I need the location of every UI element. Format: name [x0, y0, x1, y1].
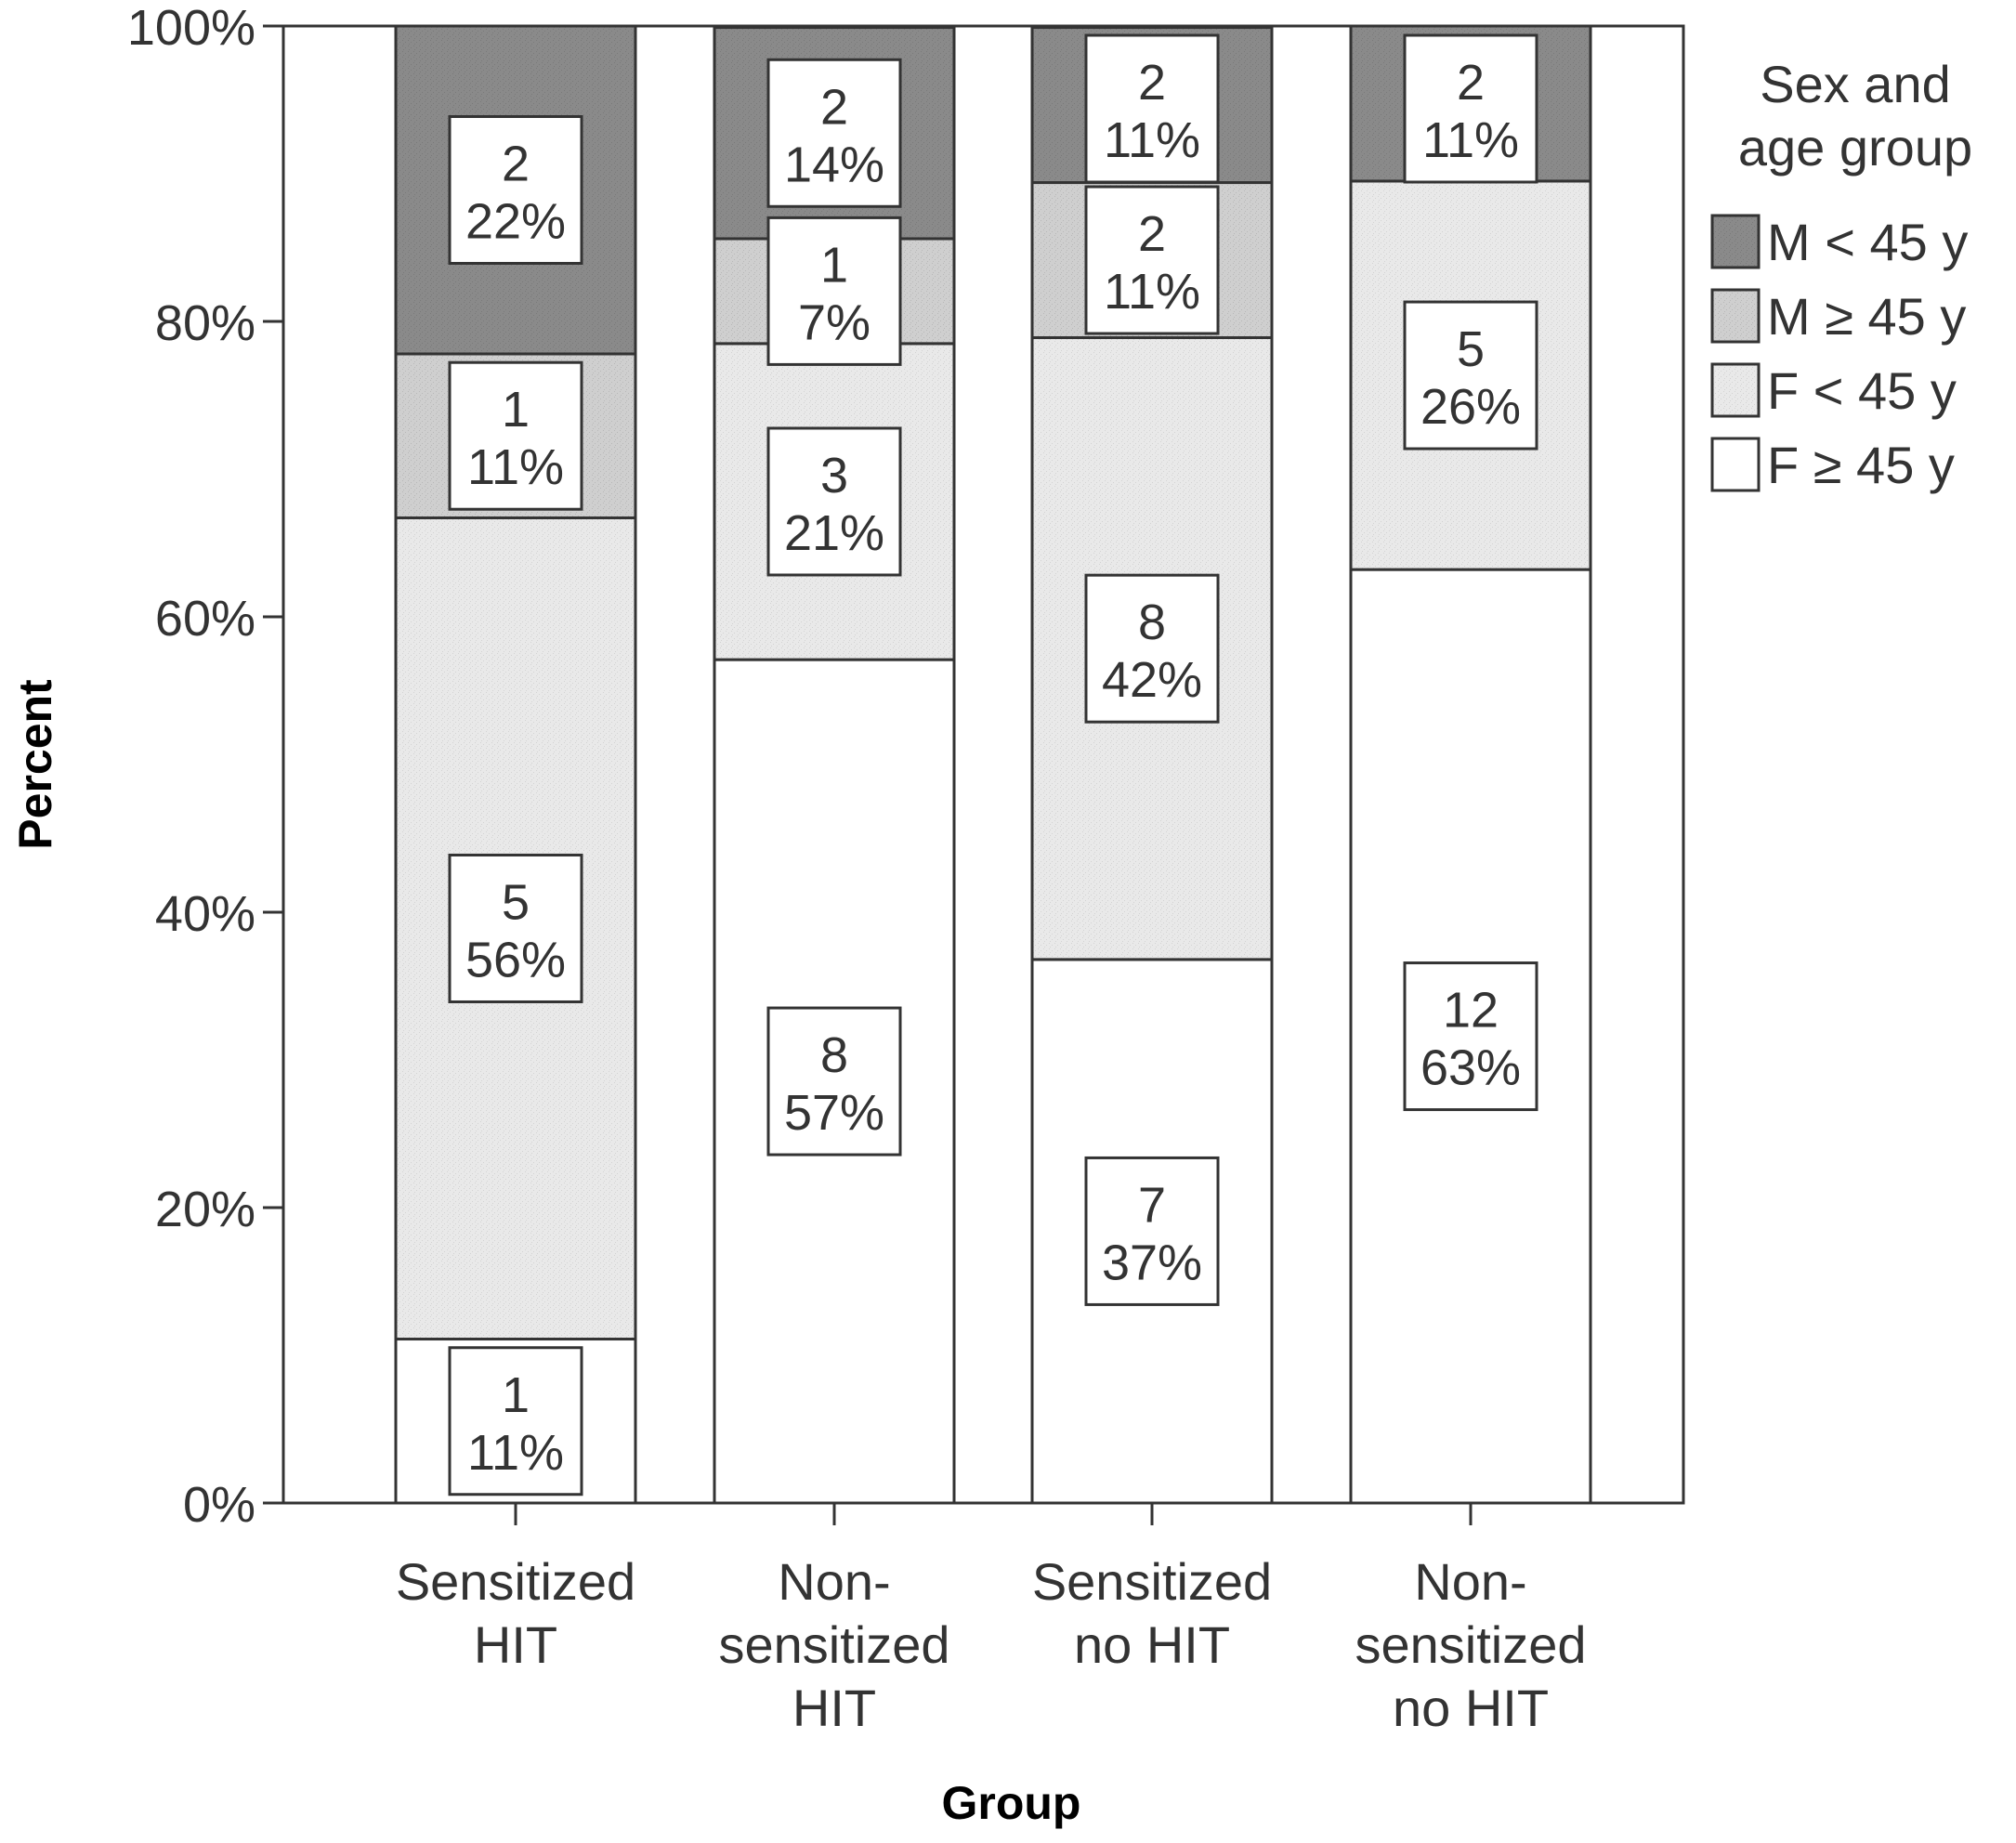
- x-tick-label: Sensitized: [396, 1552, 635, 1611]
- x-tick-label: Non-: [1414, 1552, 1526, 1611]
- data-label-percent: 57%: [784, 1085, 884, 1141]
- data-label-count: 8: [820, 1027, 848, 1083]
- x-tick-label: HIT: [792, 1679, 876, 1737]
- legend-swatch: [1710, 437, 1761, 492]
- data-label-count: 2: [820, 79, 848, 135]
- data-label-box: [766, 216, 902, 366]
- y-tick-label: 100%: [127, 0, 255, 56]
- data-label-box: [1084, 33, 1220, 184]
- legend-label: M < 45 y: [1767, 213, 1968, 271]
- data-label-box: [448, 114, 583, 265]
- data-label-percent: 7%: [798, 294, 871, 350]
- data-label-count: 2: [1138, 206, 1166, 262]
- data-label-count: 2: [1138, 55, 1166, 111]
- legend-label: F ≥ 45 y: [1767, 436, 1955, 494]
- data-label-count: 1: [820, 237, 848, 293]
- data-label-percent: 11%: [1422, 112, 1519, 168]
- legend-title: age group: [1738, 118, 1972, 176]
- x-tick-label: sensitized: [718, 1615, 949, 1674]
- data-label-box: [766, 58, 902, 208]
- data-label-count: 5: [1457, 321, 1485, 377]
- legend-label: M ≥ 45 y: [1767, 287, 1966, 346]
- data-label-box: [448, 853, 583, 1003]
- data-label-percent: 26%: [1420, 379, 1521, 435]
- data-label-count: 1: [502, 382, 530, 438]
- data-label-percent: 11%: [1104, 112, 1200, 168]
- y-tick-label: 20%: [155, 1182, 255, 1237]
- legend-swatch: [1710, 214, 1761, 269]
- data-label-box: [448, 360, 583, 511]
- legend-swatch: [1710, 288, 1761, 344]
- y-tick-label: 40%: [155, 886, 255, 942]
- x-tick-label: no HIT: [1074, 1615, 1230, 1674]
- data-label-count: 5: [502, 874, 530, 930]
- data-label-percent: 11%: [467, 1425, 564, 1481]
- x-tick-label: Sensitized: [1032, 1552, 1272, 1611]
- data-label-box: [448, 1346, 583, 1497]
- data-label-box: [1403, 961, 1538, 1112]
- x-tick-label: HIT: [474, 1615, 557, 1674]
- data-label-percent: 14%: [784, 137, 884, 192]
- x-tick-label: sensitized: [1355, 1615, 1586, 1674]
- data-label-count: 1: [502, 1367, 530, 1423]
- data-label-box: [1403, 300, 1538, 451]
- y-tick-label: 60%: [155, 591, 255, 647]
- data-label-box: [1084, 185, 1220, 335]
- data-label-box: [1084, 573, 1220, 724]
- data-label-percent: 42%: [1102, 652, 1202, 708]
- x-tick-label: Non-: [778, 1552, 890, 1611]
- legend-swatch: [1710, 362, 1761, 418]
- data-label-count: 3: [820, 448, 848, 503]
- legend-label: F < 45 y: [1767, 361, 1957, 420]
- data-label-percent: 37%: [1102, 1235, 1202, 1290]
- y-tick-label: 80%: [155, 295, 255, 351]
- data-label-percent: 63%: [1420, 1040, 1521, 1096]
- data-label-count: 12: [1443, 983, 1499, 1039]
- data-label-percent: 11%: [467, 439, 564, 495]
- data-label-box: [1084, 1156, 1220, 1306]
- x-tick-label: no HIT: [1393, 1679, 1549, 1737]
- data-label-count: 7: [1138, 1177, 1166, 1233]
- data-label-percent: 21%: [784, 505, 884, 561]
- y-axis-label: Percent: [9, 679, 61, 850]
- data-label-percent: 56%: [465, 932, 566, 987]
- x-axis-label: Group: [942, 1777, 1081, 1829]
- legend-title: Sex and: [1760, 55, 1951, 113]
- y-tick-label: 0%: [183, 1477, 255, 1533]
- data-label-count: 2: [502, 136, 530, 191]
- data-label-percent: 11%: [1104, 264, 1200, 320]
- data-label-box: [1403, 33, 1538, 184]
- data-label-count: 2: [1457, 55, 1485, 111]
- data-label-count: 8: [1138, 595, 1166, 650]
- data-label-box: [766, 1006, 902, 1157]
- data-label-percent: 22%: [465, 193, 566, 249]
- data-label-box: [766, 426, 902, 577]
